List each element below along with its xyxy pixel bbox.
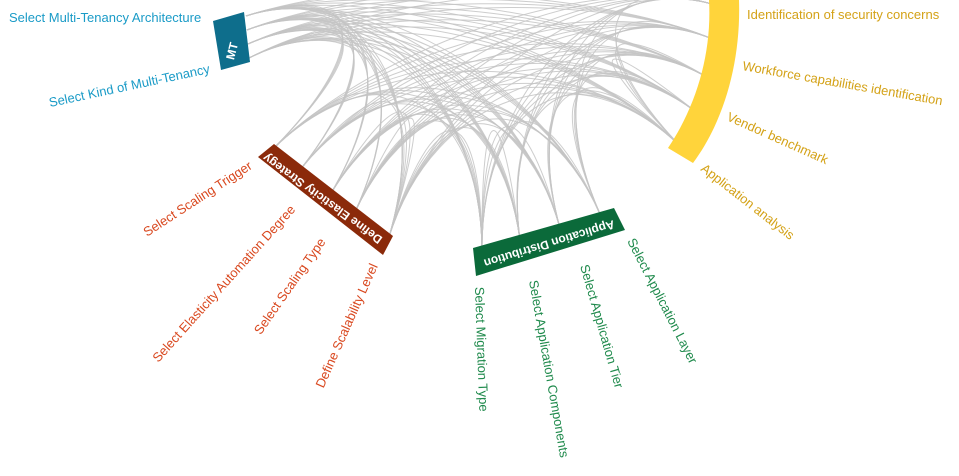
dependency-link — [245, 0, 713, 17]
node-label-vendor-benchmark[interactable]: Vendor benchmark — [725, 109, 831, 167]
dependency-link — [246, 0, 713, 31]
security-group[interactable] — [668, 0, 740, 163]
dependency-link — [387, 123, 561, 241]
dependency-link — [248, 33, 355, 171]
dependency-link — [248, 31, 344, 151]
dependency-link — [548, 52, 713, 229]
dependency-link — [247, 25, 355, 171]
dependency-link — [548, 73, 701, 229]
node-label-select-kind-of-multi-tenancy[interactable]: Select Kind of Multi-Tenancy — [48, 61, 212, 110]
elasticity-arc[interactable] — [258, 144, 393, 255]
dependency-link — [575, 25, 716, 215]
elasticity-group[interactable]: Define Elasticity Strategy — [258, 144, 393, 255]
node-label-select-application-components[interactable]: Select Application Components — [526, 279, 572, 459]
dependency-link — [329, 108, 561, 229]
dependency-link — [615, 20, 716, 151]
mt-arc[interactable] — [213, 12, 250, 70]
dependency-link — [329, 111, 411, 241]
security-arc[interactable] — [668, 0, 740, 163]
dependency-links — [245, 0, 716, 251]
dependency-link — [387, 118, 601, 241]
mt-group[interactable]: MT — [213, 12, 250, 70]
dependency-link — [481, 121, 601, 251]
dependency-link — [615, 0, 713, 151]
node-label-define-scalability-level[interactable]: Define Scalability Level — [312, 261, 380, 390]
dependency-link — [248, 19, 713, 81]
node-label-select-migration-type[interactable]: Select Migration Type — [472, 287, 491, 412]
node-label-workforce-capabilities-identification[interactable]: Workforce capabilities identification — [741, 58, 943, 108]
dependency-link — [299, 101, 407, 241]
dependency-link — [615, 43, 713, 151]
dependency-link — [611, 58, 701, 151]
dependency-link — [547, 90, 685, 229]
dependency-link — [248, 37, 382, 213]
node-label-application-analysis[interactable]: Application analysis — [698, 161, 798, 243]
dependency-link — [354, 117, 415, 241]
dependency-link — [573, 71, 701, 215]
dependency-link — [516, 0, 713, 241]
dependency-link — [481, 94, 685, 251]
node-label-select-application-tier[interactable]: Select Application Tier — [577, 263, 627, 391]
node-label-select-multi-tenancy-architecture[interactable]: Select Multi-Tenancy Architecture — [9, 10, 201, 25]
dependency-link — [481, 130, 521, 251]
dependency-link — [271, 92, 405, 241]
dependency-link — [248, 39, 403, 241]
dependency-link — [299, 0, 713, 171]
node-label-select-application-layer[interactable]: Select Application Layer — [624, 236, 701, 367]
node-label-select-elasticity-automation-degree[interactable]: Select Elasticity Automation Degree — [149, 202, 298, 365]
dependency-link — [481, 126, 561, 251]
dependency-link — [571, 87, 685, 215]
application-distribution-arc[interactable] — [473, 208, 625, 276]
mt-group-label: MT — [223, 40, 241, 61]
dependency-link — [516, 92, 685, 241]
node-label-identification-of-security-concerns[interactable]: Identification of security concerns — [747, 7, 940, 22]
node-label-select-scaling-trigger[interactable]: Select Scaling Trigger — [140, 158, 255, 240]
application-distribution-group[interactable]: Application Distribution — [473, 208, 625, 276]
dependency-link — [575, 51, 713, 215]
dependency-link — [387, 92, 685, 241]
dependency-link — [387, 130, 483, 251]
dependency-link — [247, 0, 713, 45]
